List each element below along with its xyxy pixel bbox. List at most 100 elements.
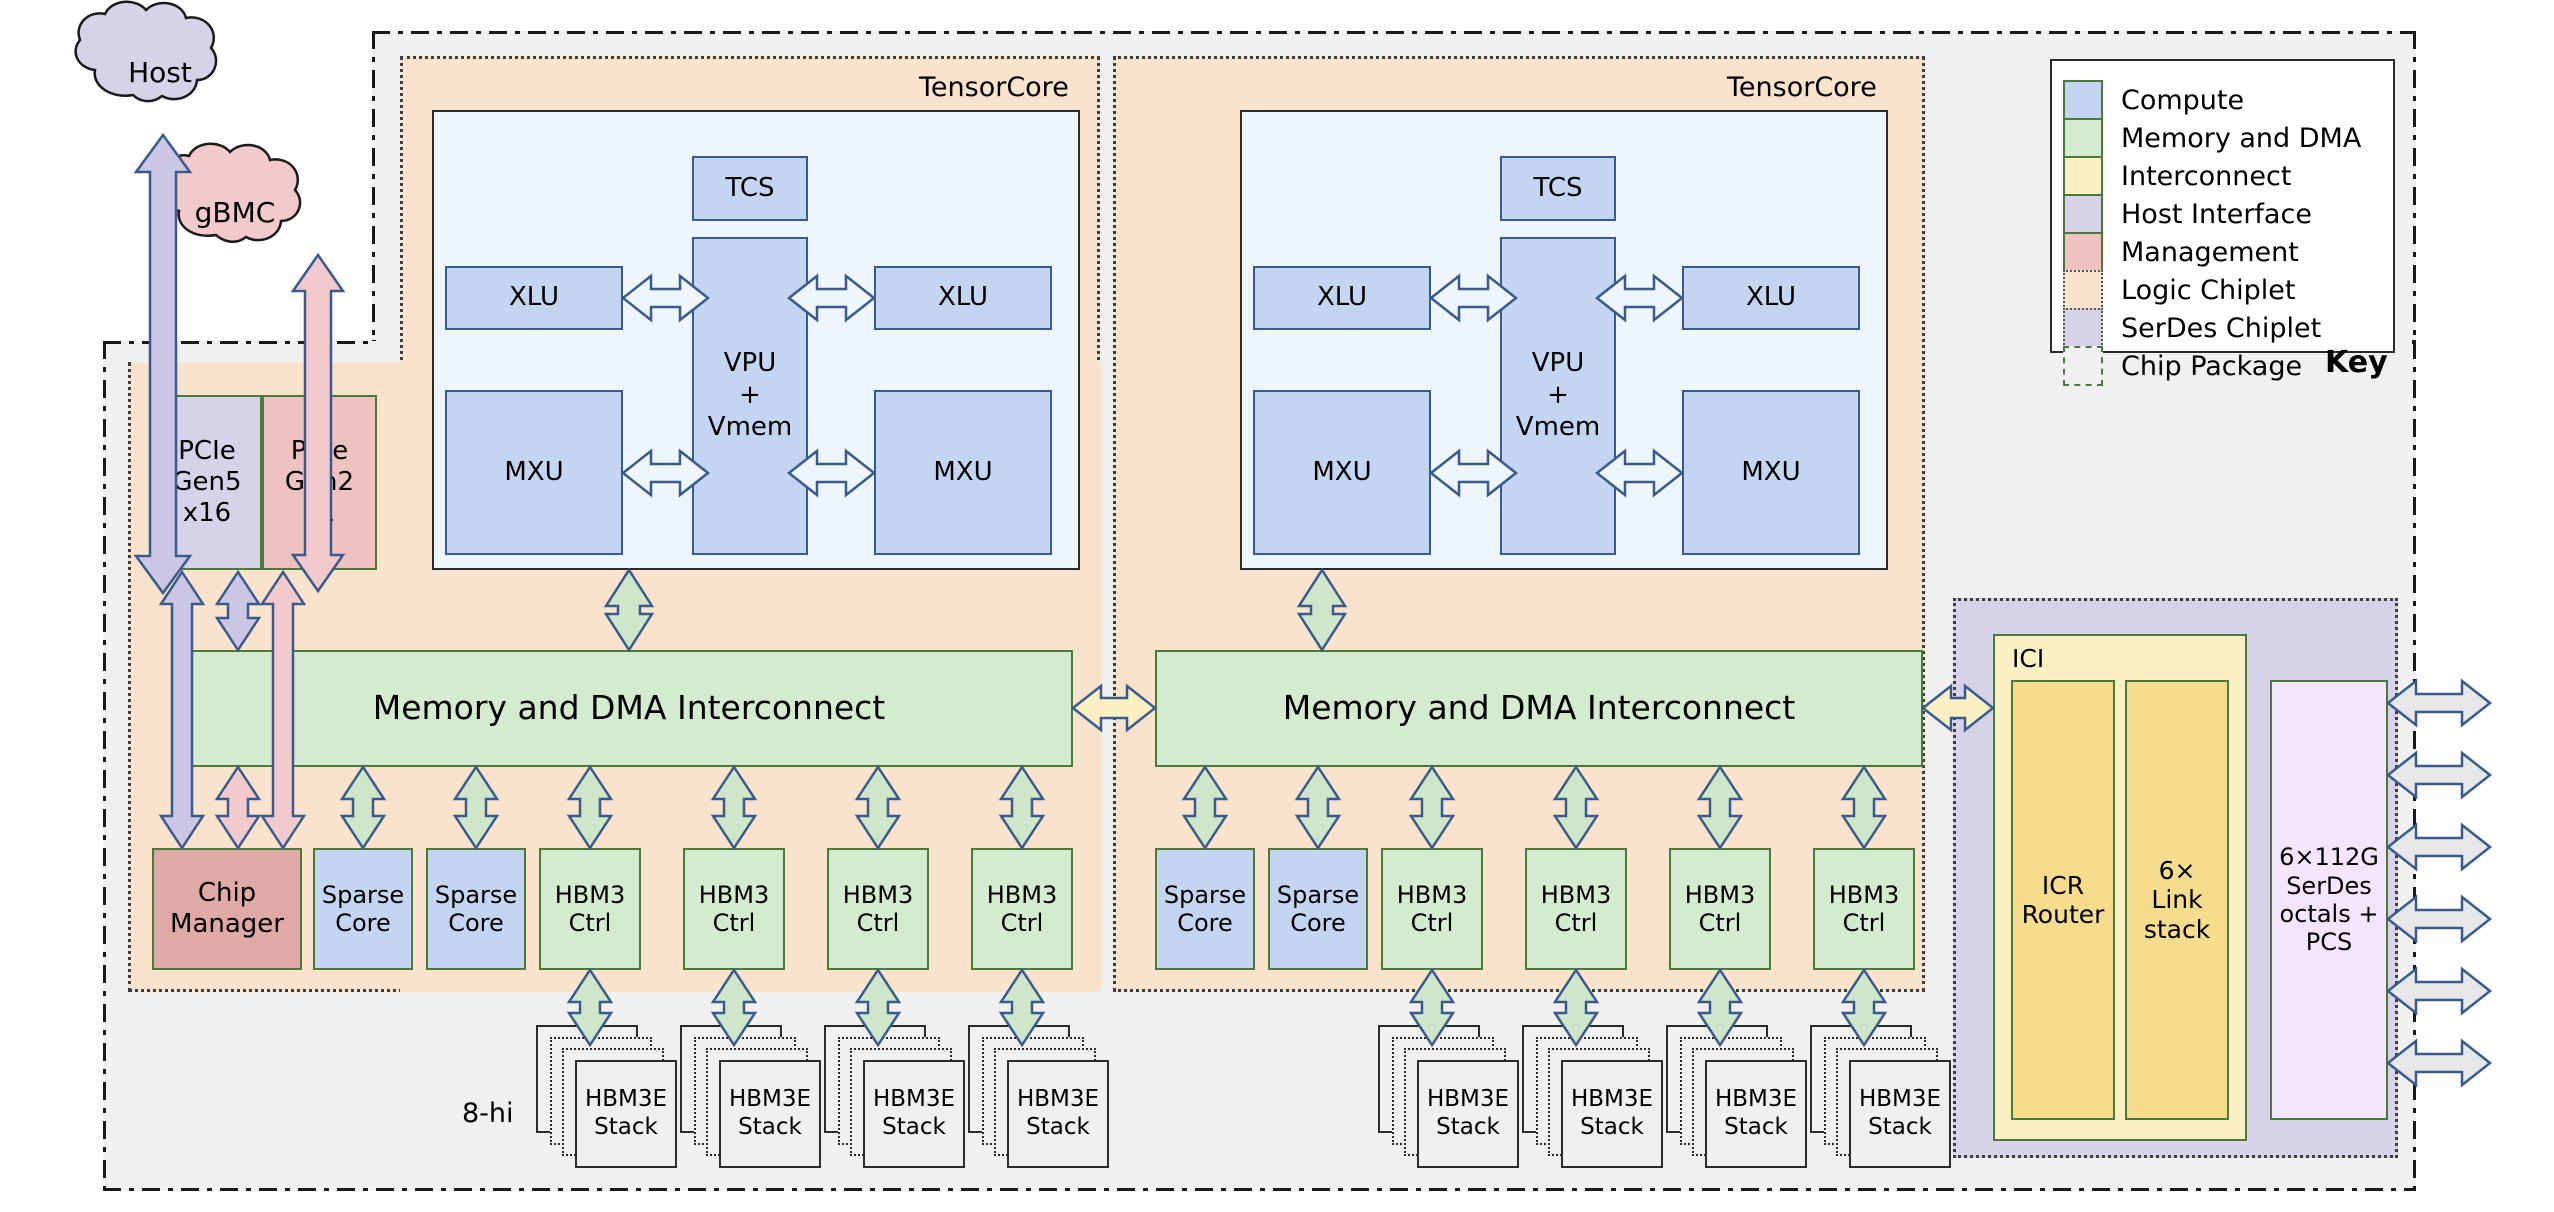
xlu-right-block-right: XLU	[1682, 266, 1860, 330]
hbm3e-stack-r1: HBM3E Stack	[1417, 1060, 1519, 1168]
vpu-line-1-right: +	[1547, 380, 1569, 411]
hbm3e-stack-l1-line-0: HBM3E	[584, 1086, 668, 1113]
tcs-block-right: TCS	[1500, 156, 1616, 221]
pcie-gen5-block: PCIe Gen5 x16	[152, 395, 262, 570]
hbm3-ctrl-l3: HBM3 Ctrl	[827, 848, 929, 970]
hbm3e-stack-r1-line-0: HBM3E	[1426, 1086, 1510, 1113]
xlu-right-label-left: XLU	[937, 282, 989, 313]
hbm3-ctrl-r3-line-0: HBM3	[1684, 880, 1756, 909]
pcie-gen5-line-0: PCIe	[178, 436, 236, 467]
mxu-left-label-left: MXU	[504, 456, 564, 487]
legend-label-interconnect: Interconnect	[2121, 160, 2292, 192]
host-label: Host	[128, 56, 192, 89]
hbm3e-stack-r3-line-1: Stack	[1724, 1114, 1788, 1140]
hbm3e-stack-r2-line-0: HBM3E	[1570, 1086, 1654, 1113]
serdes-line-1: SerDes	[2286, 871, 2372, 900]
hbm3e-stack-l1: HBM3E Stack	[575, 1060, 677, 1168]
sparse-core-l1-line-0: Sparse	[321, 880, 405, 909]
sparse-core-l2: Sparse Core	[426, 848, 526, 970]
hbm3-ctrl-l2: HBM3 Ctrl	[683, 848, 785, 970]
legend-label-serdes-chiplet: SerDes Chiplet	[2121, 312, 2322, 344]
chiplet-left-seam-b	[1094, 365, 1102, 989]
hbm3-ctrl-r3-line-1: Ctrl	[1698, 909, 1742, 937]
hbm3-ctrl-l4: HBM3 Ctrl	[971, 848, 1073, 970]
legend-item-interconnect: Interconnect	[2063, 156, 2291, 196]
sparse-core-l2-line-1: Core	[448, 909, 504, 937]
ici-label: ICI	[2012, 644, 2045, 673]
legend-swatch-compute	[2063, 80, 2103, 120]
legend-swatch-memory-dma	[2063, 118, 2103, 158]
legend-label-host-interface: Host Interface	[2121, 198, 2312, 230]
xlu-left-label-left: XLU	[508, 282, 560, 313]
legend-item-chip-package: Chip Package	[2063, 346, 2302, 386]
legend-label-memory-dma: Memory and DMA	[2121, 122, 2362, 154]
legend-item-compute: Compute	[2063, 80, 2244, 120]
gbmc-label: gBMC	[194, 196, 276, 229]
vpu-line-0-left: VPU	[723, 348, 777, 379]
hbm3-ctrl-l3-line-1: Ctrl	[856, 909, 900, 937]
sparse-core-l1-line-1: Core	[335, 909, 391, 937]
legend-item-host-interface: Host Interface	[2063, 194, 2312, 234]
vpu-line-2-right: Vmem	[1515, 411, 1601, 442]
chiplet-left-bottom-edge	[400, 986, 1100, 992]
pcie-gen2-line-1: Gen2	[284, 467, 355, 498]
tcs-label-left: TCS	[725, 172, 775, 203]
legend-label-logic-chiplet: Logic Chiplet	[2121, 274, 2296, 306]
hbm3e-stack-r4-line-1: Stack	[1868, 1114, 1932, 1140]
legend-swatch-logic-chiplet	[2063, 270, 2103, 310]
hbm3-ctrl-l1-line-1: Ctrl	[568, 909, 612, 937]
serdes-line-3: PCS	[2305, 928, 2353, 957]
hbm3-ctrl-r1: HBM3 Ctrl	[1381, 848, 1483, 970]
legend-item-management: Management	[2063, 232, 2299, 272]
hbm-height-annotation: 8-hi	[462, 1098, 514, 1129]
sparse-core-r1-line-1: Core	[1177, 909, 1233, 937]
legend-item-serdes-chiplet: SerDes Chiplet	[2063, 308, 2321, 348]
pcie-gen2-line-2: x1	[303, 497, 336, 528]
mxu-left-label-right: MXU	[1312, 456, 1372, 487]
pcie-gen5-line-2: x16	[182, 497, 232, 528]
icr-router-line-0: ICR	[2041, 870, 2085, 900]
legend-swatch-management	[2063, 232, 2103, 272]
memory-dma-interconnect-right: Memory and DMA Interconnect	[1155, 650, 1923, 767]
hbm3e-stack-l4-line-0: HBM3E	[1016, 1086, 1100, 1113]
hbm3-ctrl-l2-line-1: Ctrl	[712, 909, 756, 937]
hbm3-ctrl-r2-line-1: Ctrl	[1554, 909, 1598, 937]
hbm3e-stack-l2-line-0: HBM3E	[728, 1086, 812, 1113]
pcie-gen5-line-1: Gen5	[172, 467, 242, 498]
legend-panel	[2050, 59, 2395, 353]
vpu-vmem-block-left: VPU + Vmem	[692, 237, 808, 555]
sparse-core-l2-line-0: Sparse	[434, 880, 518, 909]
link-stack-line-1: Link	[2151, 885, 2203, 915]
xlu-left-block-left: XLU	[445, 266, 623, 330]
hbm3-ctrl-r4-line-0: HBM3	[1828, 880, 1900, 909]
chip-manager-block: Chip Manager	[152, 848, 302, 970]
tcs-label-right: TCS	[1533, 172, 1583, 203]
link-stack-block: 6× Link stack	[2125, 680, 2229, 1120]
serdes-line-0: 6×112G	[2279, 843, 2379, 872]
legend-swatch-chip-package	[2063, 346, 2103, 386]
hbm3-ctrl-r4: HBM3 Ctrl	[1813, 848, 1915, 970]
hbm3e-stack-l4-line-1: Stack	[1026, 1114, 1090, 1140]
sparse-core-r1: Sparse Core	[1155, 848, 1255, 970]
hbm3-ctrl-r1-line-1: Ctrl	[1410, 909, 1454, 937]
pcie-gen2-block: PCIe Gen2 x1	[262, 395, 377, 570]
legend-swatch-interconnect	[2063, 156, 2103, 196]
hbm3e-stack-r2: HBM3E Stack	[1561, 1060, 1663, 1168]
hbm3e-stack-l3: HBM3E Stack	[863, 1060, 965, 1168]
memory-dma-interconnect-left-label: Memory and DMA Interconnect	[372, 688, 886, 728]
icr-router-block: ICR Router	[2011, 680, 2115, 1120]
mxu-left-block-left: MXU	[445, 390, 623, 555]
chip-manager-line-0: Chip	[197, 878, 257, 909]
vpu-vmem-block-right: VPU + Vmem	[1500, 237, 1616, 555]
xlu-left-label-right: XLU	[1316, 282, 1368, 313]
sparse-core-l1: Sparse Core	[313, 848, 413, 970]
legend-label-compute: Compute	[2121, 84, 2245, 116]
hbm3e-stack-r4: HBM3E Stack	[1849, 1060, 1951, 1168]
mxu-right-label-left: MXU	[933, 456, 993, 487]
hbm3e-stack-l1-line-1: Stack	[594, 1114, 658, 1140]
legend-label-chip-package: Chip Package	[2121, 350, 2303, 382]
legend-item-logic-chiplet: Logic Chiplet	[2063, 270, 2295, 310]
hbm3e-stack-r2-line-1: Stack	[1580, 1114, 1644, 1140]
vpu-line-2-left: Vmem	[707, 411, 793, 442]
